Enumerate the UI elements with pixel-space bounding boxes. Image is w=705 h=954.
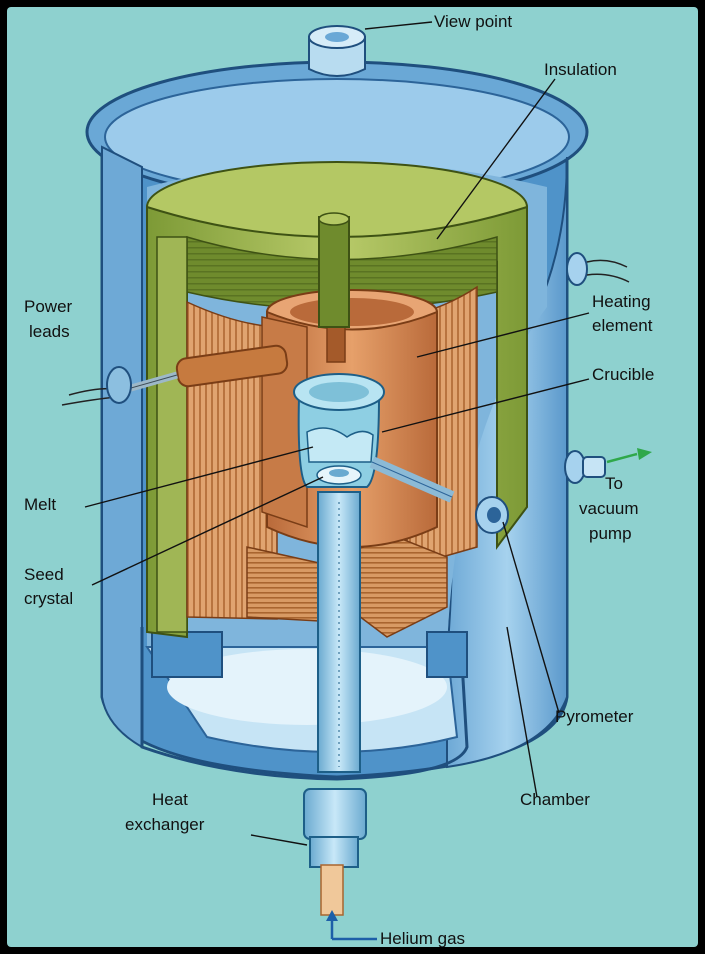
label-helium-gas: Helium gas bbox=[380, 929, 465, 947]
label-crucible: Crucible bbox=[592, 365, 654, 384]
center-rod-top bbox=[318, 212, 350, 328]
view-point-port bbox=[308, 25, 366, 77]
label-pyrometer: Pyrometer bbox=[555, 707, 634, 726]
label-power-leads-1: Power bbox=[24, 297, 73, 316]
label-heating-element-1: Heating bbox=[592, 292, 651, 311]
side-ports bbox=[564, 252, 630, 484]
helium-arrow bbox=[326, 910, 377, 941]
leader-lines bbox=[84, 21, 590, 846]
pyrometer bbox=[369, 456, 509, 534]
label-heating-element-2: element bbox=[592, 316, 653, 335]
power-leads bbox=[61, 344, 289, 406]
furnace-diagram: View point Insulation Power leads Heatin… bbox=[24, 12, 654, 947]
insulation bbox=[146, 161, 528, 639]
label-to-vacuum-pump-1: To bbox=[605, 474, 623, 493]
label-seed-crystal-1: Seed bbox=[24, 565, 64, 584]
crucible bbox=[293, 373, 385, 488]
heat-exchanger bbox=[303, 491, 367, 916]
vacuum-arrow bbox=[606, 448, 652, 464]
label-heat-exchanger-2: exchanger bbox=[125, 815, 205, 834]
label-view-point: View point bbox=[434, 12, 512, 31]
label-heat-exchanger-1: Heat bbox=[152, 790, 188, 809]
label-insulation: Insulation bbox=[544, 60, 617, 79]
label-chamber: Chamber bbox=[520, 790, 590, 809]
labels: View point Insulation Power leads Heatin… bbox=[24, 12, 654, 947]
label-to-vacuum-pump-3: pump bbox=[589, 524, 632, 543]
label-melt: Melt bbox=[24, 495, 56, 514]
label-seed-crystal-2: crystal bbox=[24, 589, 73, 608]
label-power-leads-2: leads bbox=[29, 322, 70, 341]
label-to-vacuum-pump-2: vacuum bbox=[579, 499, 639, 518]
diagram-frame: View point Insulation Power leads Heatin… bbox=[7, 7, 698, 947]
